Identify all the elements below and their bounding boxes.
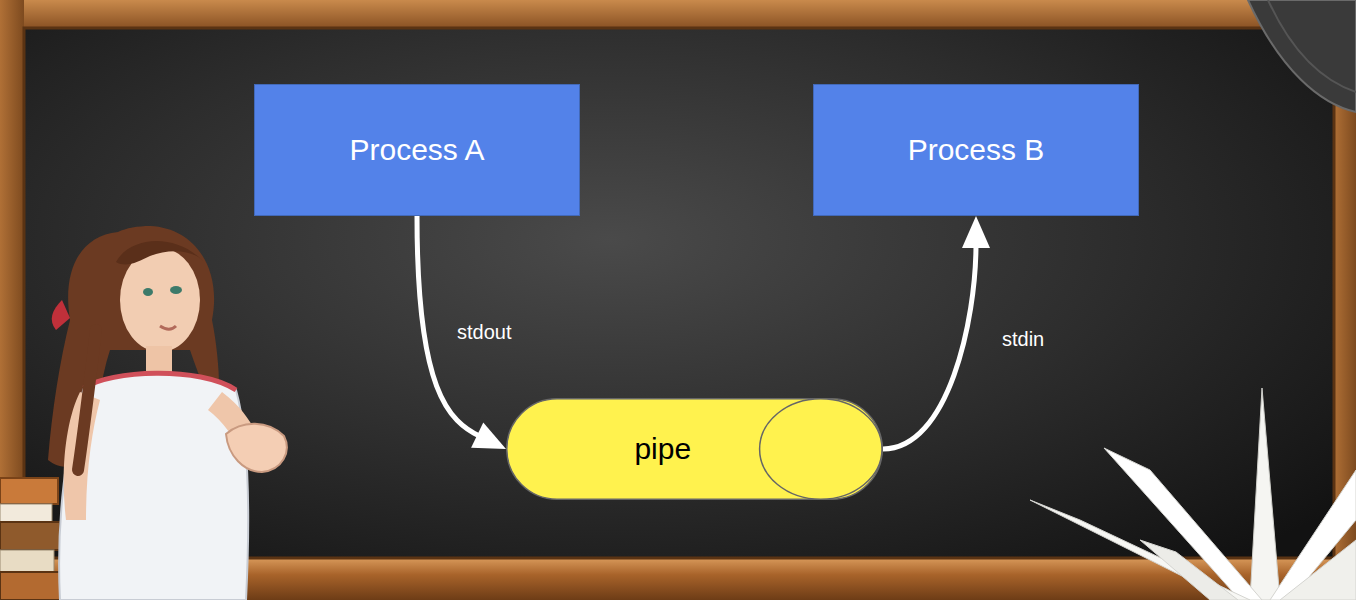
book-stack	[0, 478, 62, 600]
eye	[143, 288, 153, 296]
arrow-head	[962, 216, 990, 248]
cap-corner	[1248, 0, 1356, 112]
pipe-label: pipe	[634, 431, 691, 467]
arrow-head	[471, 422, 506, 449]
pipe-body	[507, 399, 883, 500]
eye	[170, 286, 182, 294]
process-box: Process A	[254, 84, 580, 216]
stream-label: stdin	[1002, 327, 1044, 351]
mouth	[160, 326, 176, 329]
girl-figure	[48, 226, 287, 600]
pipe-end	[760, 399, 882, 500]
pipe-outline	[506, 398, 883, 500]
cap-corner-edge	[1268, 0, 1356, 92]
open-book	[1030, 388, 1356, 600]
stream-label: stdout	[457, 320, 511, 344]
clasped-hands	[226, 424, 287, 472]
arrow-line	[883, 244, 976, 449]
frame-top	[0, 0, 1356, 28]
process-label: Process B	[908, 132, 1045, 168]
fringe	[116, 241, 204, 265]
hair-ribbon	[52, 300, 70, 330]
face	[120, 248, 200, 352]
process-label: Process A	[349, 132, 484, 168]
pipe-shape: pipe	[506, 398, 883, 500]
process-box: Process B	[813, 84, 1139, 216]
dress-trim	[84, 373, 236, 390]
hair-braid	[78, 330, 96, 470]
flow-arrow	[883, 216, 990, 449]
